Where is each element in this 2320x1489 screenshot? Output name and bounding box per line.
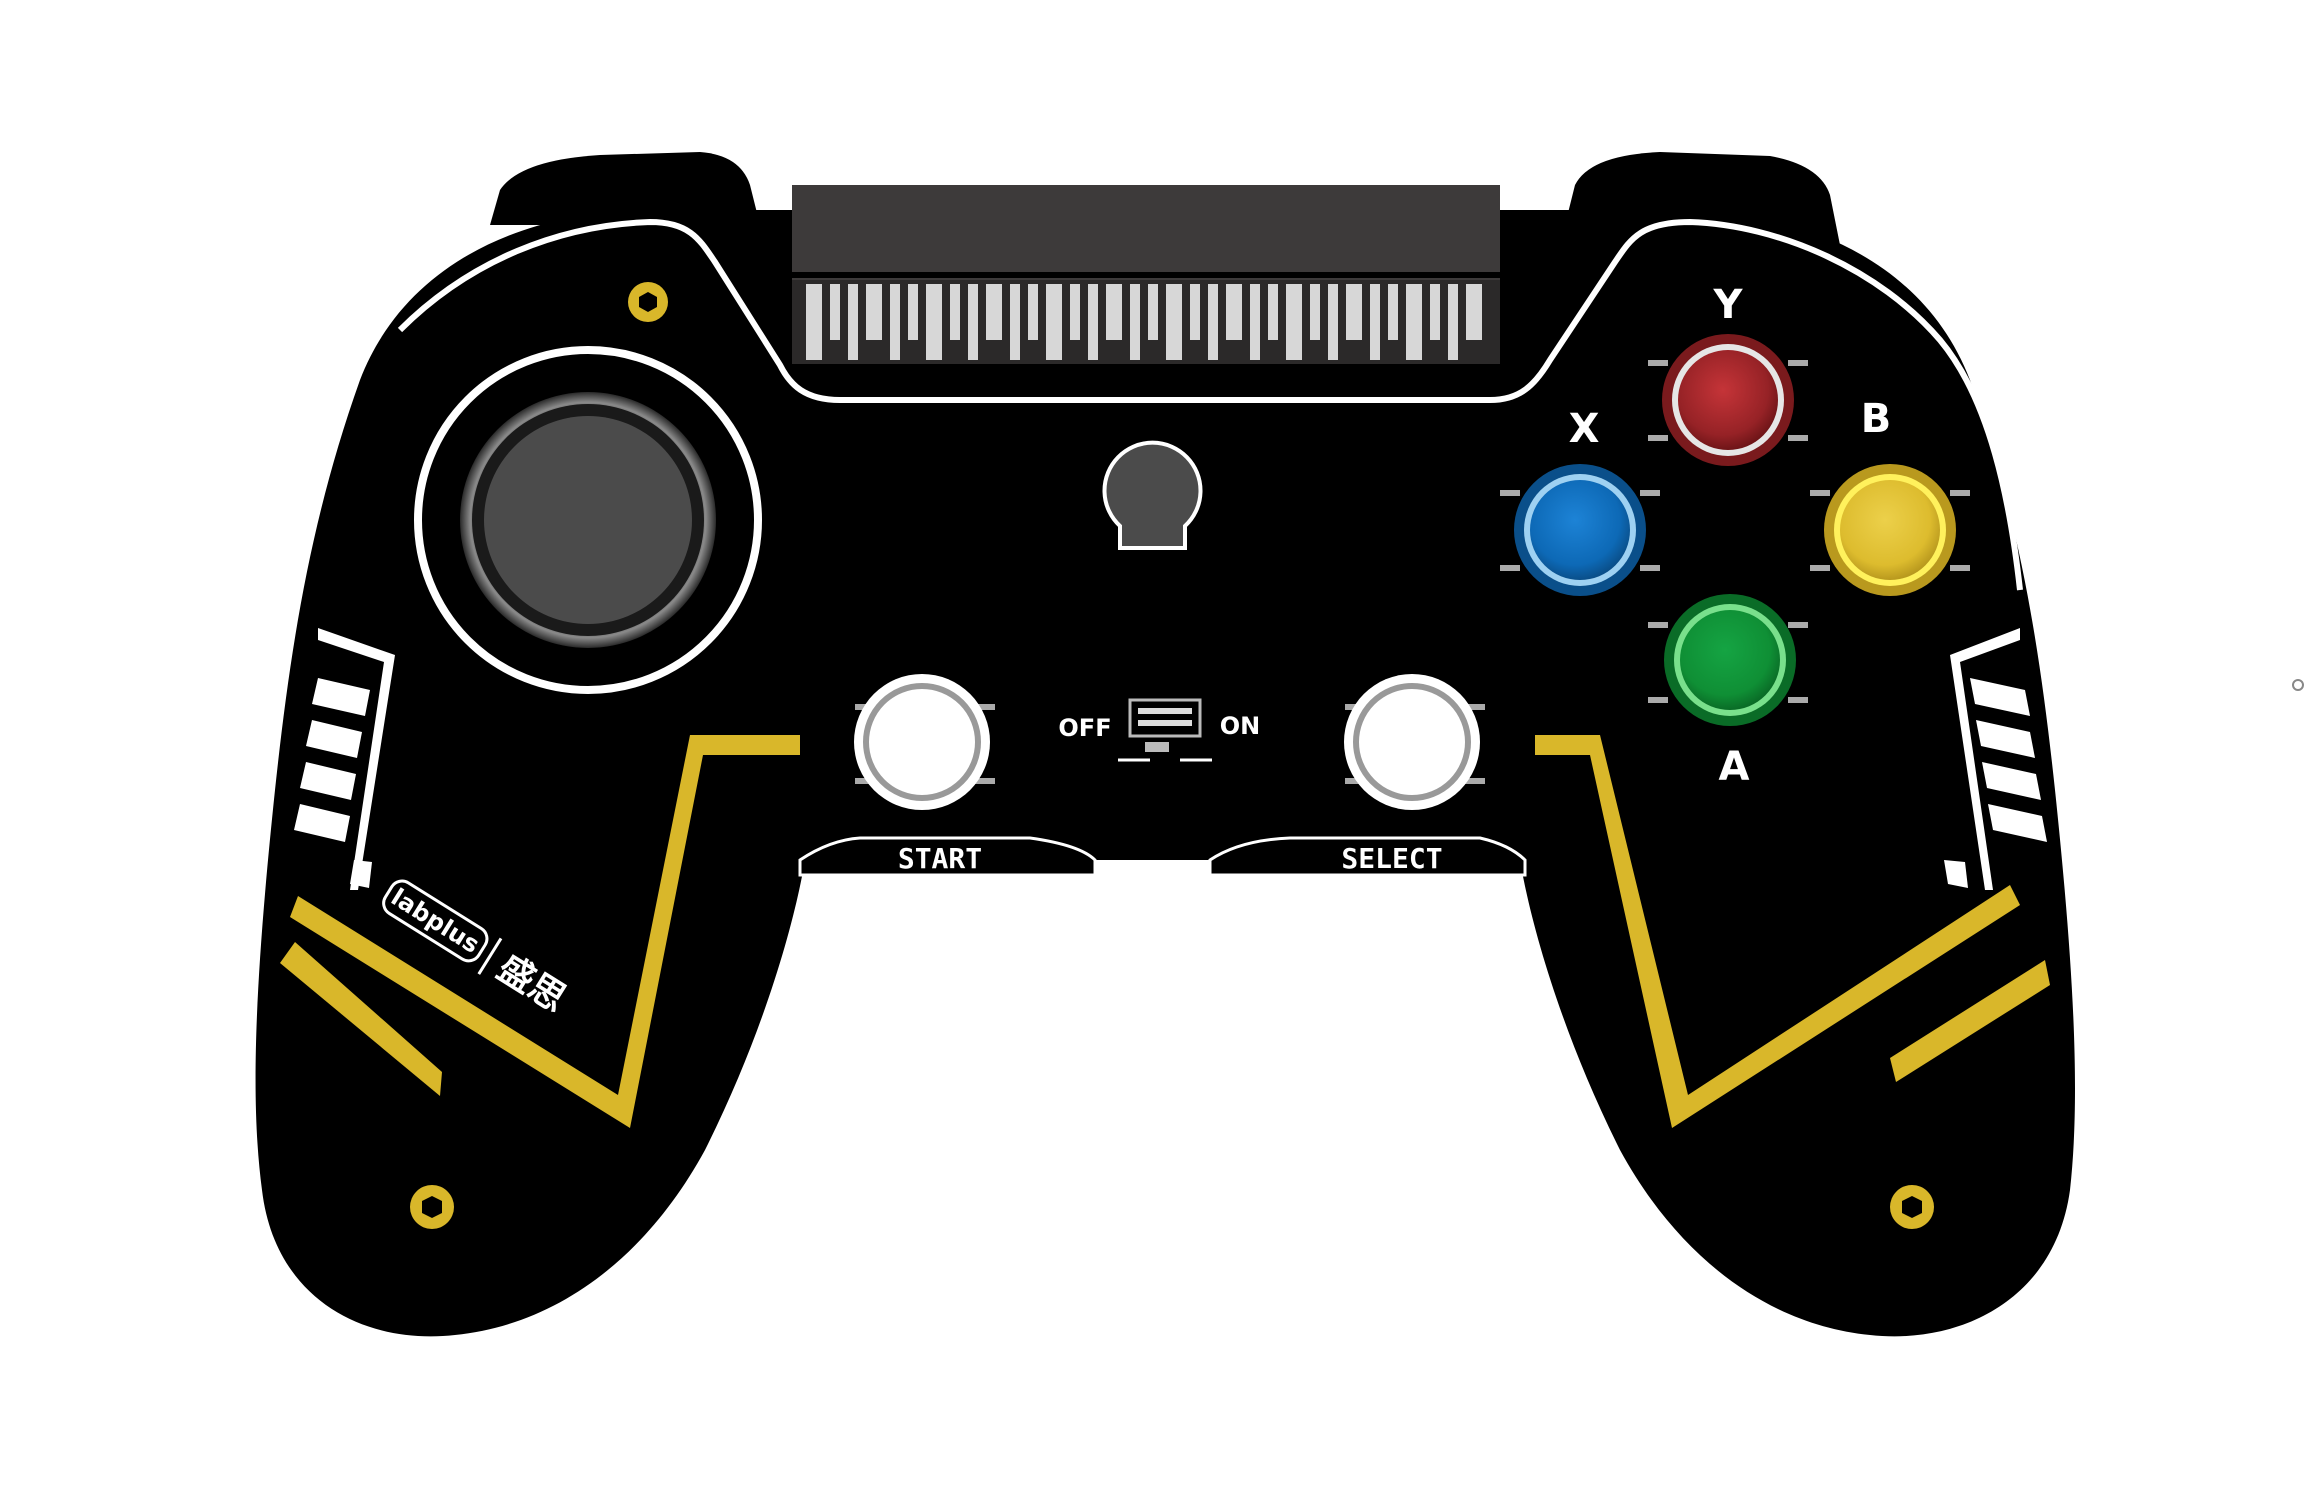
connector-pin <box>1208 284 1218 360</box>
select-button[interactable] <box>1344 674 1485 810</box>
light-sensor <box>1102 440 1203 550</box>
connector-pin <box>1010 284 1020 360</box>
connector-pin <box>1466 284 1482 340</box>
start-label: START <box>898 842 982 875</box>
button-b-label: B <box>1861 396 1892 442</box>
connector-pin <box>1406 284 1422 360</box>
connector-pin <box>890 284 900 360</box>
button-a-label: A <box>1719 744 1750 790</box>
button-x-label: X <box>1569 406 1600 452</box>
start-button[interactable] <box>854 674 995 810</box>
analog-stick[interactable] <box>414 346 762 694</box>
connector-pin <box>926 284 942 360</box>
connector-pin <box>1250 284 1260 360</box>
connector-pin <box>848 284 858 360</box>
button-b[interactable] <box>1810 464 1970 596</box>
connector-pin <box>1430 284 1440 340</box>
right-gold-accent <box>1535 735 2050 1128</box>
connector-pin <box>1310 284 1320 340</box>
mount-hole-bottom-right <box>1890 1185 1934 1229</box>
connector-pin <box>1346 284 1362 340</box>
mount-hole-top-left <box>628 282 668 322</box>
connector-pin <box>1130 284 1140 360</box>
connector-pin <box>1268 284 1278 340</box>
connector-pin <box>968 284 978 360</box>
connector-pin <box>908 284 918 340</box>
connector-pin <box>1088 284 1098 360</box>
connector-pin <box>1106 284 1122 340</box>
connector-pin <box>1028 284 1038 340</box>
edge-connector <box>792 185 1500 364</box>
connector-pin <box>830 284 840 340</box>
start-label-arc <box>798 836 1097 877</box>
select-label: SELECT <box>1341 842 1442 875</box>
body-outline-left <box>397 218 2023 591</box>
connector-pin <box>1226 284 1242 340</box>
connector-pin <box>866 284 882 340</box>
connector-pin <box>1148 284 1158 340</box>
connector-pin <box>806 284 822 360</box>
button-a[interactable] <box>1648 594 1808 726</box>
mount-hole-bottom-left <box>410 1185 454 1229</box>
connector-pin <box>1190 284 1200 340</box>
power-on-label: ON <box>1220 712 1261 740</box>
select-label-arc <box>1208 836 1527 877</box>
connector-pin <box>1070 284 1080 340</box>
connector-pin <box>1046 284 1062 360</box>
power-switch[interactable] <box>1118 698 1212 762</box>
connector-pin <box>986 284 1002 340</box>
right-stripe-decoration <box>1944 628 2047 890</box>
connector-pin <box>1166 284 1182 360</box>
connector-pin <box>1448 284 1458 360</box>
connector-pin <box>950 284 960 340</box>
left-gold-accent <box>280 735 800 1128</box>
left-stripe-decoration <box>294 628 395 890</box>
decor-dot <box>2292 679 2304 691</box>
button-y[interactable] <box>1648 334 1808 466</box>
connector-pin <box>1370 284 1380 360</box>
left-bumper[interactable] <box>490 152 760 225</box>
connector-pin <box>1328 284 1338 360</box>
power-off-label: OFF <box>1058 714 1111 742</box>
connector-pin <box>1286 284 1302 360</box>
button-y-label: Y <box>1713 282 1744 328</box>
connector-pin <box>1388 284 1398 340</box>
button-x[interactable] <box>1500 464 1660 596</box>
